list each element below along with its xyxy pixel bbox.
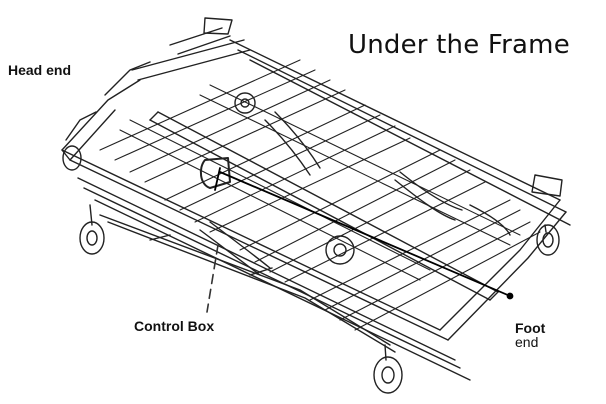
foot-end-label-line1: Foot [515,320,546,336]
caster-foot-left [373,344,403,394]
foot-end-callout [214,167,514,300]
diagram-title: Under the Frame [348,30,570,60]
control-box-label: Control Box [134,318,215,334]
head-end-label: Head end [8,62,72,78]
caster-head-left [79,204,105,255]
foot-end-label-line2: end [515,334,539,350]
deck-slats [99,59,541,331]
head-crossbar [131,17,251,81]
caster-head-right [62,145,82,171]
caster-foot-right [536,224,560,256]
center-tube [149,111,499,301]
foot-end-bar [439,174,567,341]
drive-gear [234,92,355,265]
articulation-arms [199,111,511,276]
control-box-callout [206,244,219,313]
head-end-bar [61,61,151,161]
base-frame [99,214,396,353]
control-box-outline [199,157,231,189]
